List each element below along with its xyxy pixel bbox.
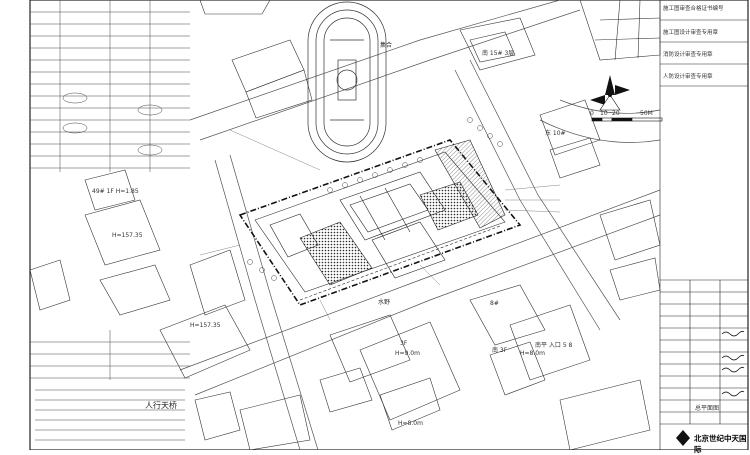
tree-row xyxy=(247,117,503,281)
label-bldg-b2: H=8.0m xyxy=(520,350,545,357)
company-logo xyxy=(676,430,690,446)
title-block-frame xyxy=(659,0,748,450)
roads xyxy=(179,0,661,450)
label-bldg-b: H=8.0m xyxy=(398,420,423,427)
label-bldg-tl: 49# 1F H=1.85 xyxy=(92,188,139,195)
label-south-bldg: 南平 入口 5 8 xyxy=(535,342,573,349)
label-res-3f: 3F xyxy=(400,340,408,347)
sheet-border xyxy=(29,0,749,450)
legend-table-grid xyxy=(30,0,190,172)
site-boundary xyxy=(238,139,522,306)
label-road-b: 集合 xyxy=(380,42,393,49)
label-bridge: 人行天桥 xyxy=(145,401,177,410)
running-track xyxy=(307,1,387,163)
label-n3: 南 3F xyxy=(492,347,508,354)
company-name: 北京世纪中天国际 xyxy=(694,434,747,454)
label-n15: 南 15# 3层 xyxy=(482,50,515,57)
sheet-name: 总平面图 xyxy=(695,405,720,412)
north-arrow xyxy=(590,75,630,111)
scale-label-0: 0 xyxy=(590,110,594,117)
label-bldg-dl: H=157.35 xyxy=(112,232,143,239)
label-dots-9: H=9.0m xyxy=(395,350,420,357)
notes-table-grid xyxy=(30,330,190,441)
scale-label-50m: 50M xyxy=(640,110,653,117)
stamp-text-3: 消防设计审查专用章 xyxy=(663,52,713,58)
scale-label-10: 10 xyxy=(600,110,608,117)
dimension-lines xyxy=(199,129,561,321)
stamp-text-4: 人防设计审查专用章 xyxy=(663,74,713,80)
main-building-block xyxy=(269,139,506,301)
stamp-text-1: 施工图审查合格证书编号 xyxy=(663,6,724,12)
label-n10: 东 10# xyxy=(545,130,566,137)
signature-marks xyxy=(721,330,745,397)
stamp-text-2: 施工图设计审查专用章 xyxy=(663,30,719,36)
scale-label-20: 20 xyxy=(612,110,620,117)
label-bldg-mid: H=157.35 xyxy=(190,322,221,329)
label-road-a: 水野 xyxy=(378,299,391,306)
scale-bar xyxy=(591,117,663,122)
label-n8: 8# xyxy=(490,300,499,307)
